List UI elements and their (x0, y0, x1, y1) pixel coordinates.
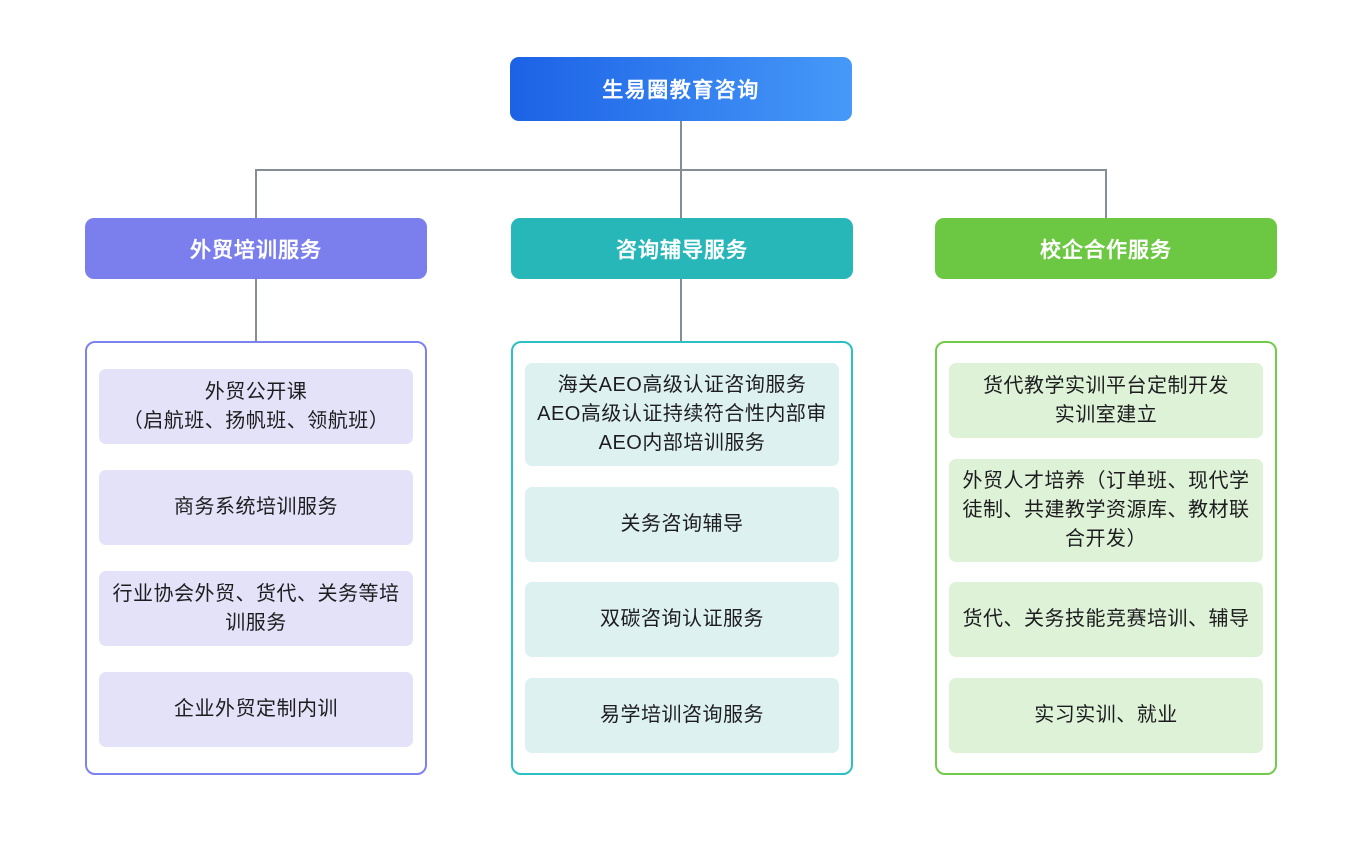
service-item: 商务系统培训服务 (99, 470, 413, 545)
branch-header-label: 校企合作服务 (1040, 238, 1172, 262)
service-item-line: 外贸公开课 (204, 380, 308, 403)
connector-branch-1-stem (255, 170, 257, 218)
service-item-line: AEO高级认证持续符合性内部审 (537, 403, 827, 426)
branch-header-zixun-fudao: 咨询辅导服务 (511, 218, 853, 279)
service-item: 企业外贸定制内训 (99, 672, 413, 747)
service-item-line: AEO内部培训服务 (598, 432, 766, 455)
service-item: 双碳咨询认证服务 (525, 582, 839, 658)
branch-group-zixun-fudao: 海关AEO高级认证咨询服务 AEO高级认证持续符合性内部审 AEO内部培训服务关务咨… (511, 341, 853, 775)
service-item-line: 关务咨询辅导 (620, 512, 744, 535)
service-item-line: 货代、关务技能竞赛培训、辅导 (962, 608, 1250, 631)
service-item-line: 企业外贸定制内训 (174, 698, 338, 720)
service-item-line: （启航班、扬帆班、领航班） (122, 409, 390, 432)
service-item: 货代、关务技能竞赛培训、辅导 (949, 582, 1263, 658)
branch-header-label: 咨询辅导服务 (616, 238, 748, 262)
service-item: 货代教学实训平台定制开发实训室建立 (949, 363, 1263, 439)
service-item: 易学培训咨询服务 (525, 677, 839, 753)
connector-horizontal-rail (255, 169, 1107, 171)
service-item-line: 海关AEO高级认证咨询服务 (557, 374, 807, 397)
service-item-line: 合开发） (1065, 527, 1147, 550)
branch-header-label: 外贸培训服务 (190, 238, 322, 262)
branch-group-xiaoqi-hezuo: 货代教学实训平台定制开发实训室建立外贸人才培养（订单班、现代学徒制、共建教学资源… (935, 341, 1277, 775)
service-item-line: 双碳咨询认证服务 (600, 608, 764, 631)
service-item: 外贸人才培养（订单班、现代学徒制、共建教学资源库、教材联合开发） (949, 458, 1263, 562)
service-item: 海关AEO高级认证咨询服务 AEO高级认证持续符合性内部审 AEO内部培训服务 (525, 363, 839, 467)
connector-branch-1-to-group (255, 279, 257, 341)
branch-header-xiaoqi-hezuo: 校企合作服务 (935, 218, 1277, 279)
service-item-line: 实习实训、就业 (1034, 703, 1178, 726)
service-item-line: 实训室建立 (1054, 403, 1158, 426)
connector-branch-3-stem (1105, 170, 1107, 218)
connector-branch-2-to-group (680, 279, 682, 341)
branch-header-waimao-peixun: 外贸培训服务 (85, 218, 427, 279)
branch-group-waimao-peixun: 外贸公开课 （启航班、扬帆班、领航班） 商务系统培训服务行业协会外贸、货代、关务等培… (85, 341, 427, 775)
service-item-line: 徒制、共建教学资源库、教材联 (962, 498, 1250, 521)
service-item-line: 商务系统培训服务 (174, 496, 338, 518)
service-item-line: 训服务 (225, 611, 287, 634)
root-node: 生易圈教育咨询 (510, 57, 852, 121)
service-item-line: 易学培训咨询服务 (600, 703, 764, 726)
connector-root-stem (680, 121, 682, 170)
service-item: 关务咨询辅导 (525, 486, 839, 562)
service-item-line: 外贸人才培养（订单班、现代学 (962, 469, 1250, 492)
service-item: 外贸公开课 （启航班、扬帆班、领航班） (99, 369, 413, 444)
service-item-line: 行业协会外贸、货代、关务等培 (112, 582, 400, 605)
root-node-label: 生易圈教育咨询 (602, 79, 760, 102)
service-item: 实习实训、就业 (949, 677, 1263, 753)
service-item: 行业协会外贸、货代、关务等培训服务 (99, 571, 413, 646)
service-item-line: 货代教学实训平台定制开发 (983, 374, 1229, 397)
connector-branch-2-stem (680, 170, 682, 218)
